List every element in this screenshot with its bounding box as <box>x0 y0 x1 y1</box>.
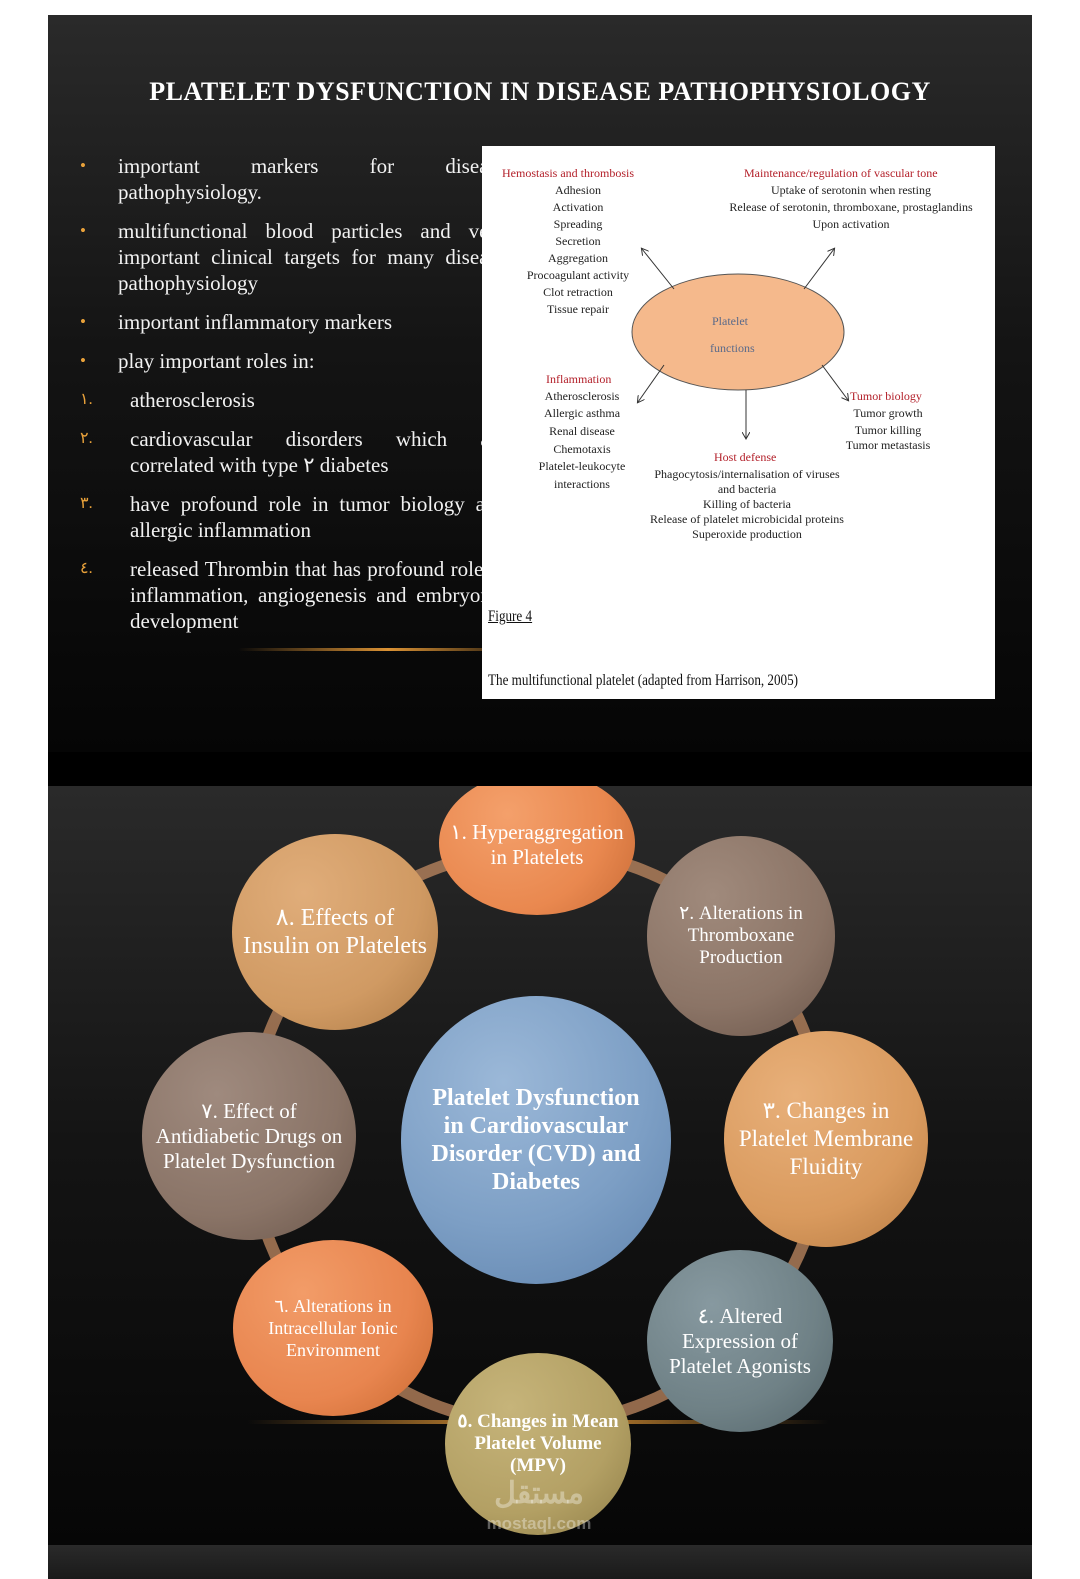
figure-label: Figure 4 <box>488 608 533 625</box>
bullet-list: •important markers for disease pathophys… <box>80 153 506 647</box>
cycle-node-4: ٤. Altered Expression of Platelet Agonis… <box>647 1250 833 1432</box>
bullet-marker: • <box>80 156 86 175</box>
figure-item: Aggregation <box>548 251 608 265</box>
bullet-marker: • <box>80 351 86 370</box>
cycle-center: Platelet Dysfunction in Cardiovascular D… <box>401 996 671 1284</box>
cycle-node-3: ٣. Changes in Platelet Membrane Fluidity <box>724 1031 928 1247</box>
cycle-node-8: ٨. Effects of Insulin on Platelets <box>232 834 438 1030</box>
figure-item: Secretion <box>555 234 601 248</box>
platelet-ellipse <box>631 273 845 391</box>
figure-item: Atherosclerosis <box>544 389 620 403</box>
watermark-logo: مستقل <box>494 1477 584 1510</box>
number-marker: ١. <box>80 391 93 408</box>
bullet-marker: • <box>80 221 86 240</box>
list-item: ٣.have profound role in tumor biology an… <box>80 492 506 542</box>
heading-hemostasis: Hemostasis and thrombosis <box>502 166 634 180</box>
heading-host-defense: Host defense <box>714 450 777 464</box>
figure-item: Killing of bacteria <box>703 497 791 511</box>
heading-tumor-biology: Tumor biology <box>850 389 922 403</box>
figure-item: Allergic asthma <box>543 406 621 420</box>
bullet-marker: • <box>80 312 86 331</box>
figure-diagram-svg <box>631 146 995 699</box>
figure-item: Adhesion <box>555 183 601 197</box>
platelet-functions-figure: Platelet functions Hemostasis and thromb… <box>482 146 995 699</box>
figure-caption: The multifunctional platelet (adapted fr… <box>488 672 799 689</box>
figure-item: Phagocytosis/internalisation of viruses <box>654 467 840 481</box>
figure-item: Tissue repair <box>547 302 609 316</box>
figure-item: Spreading <box>553 217 603 231</box>
figure-item: Chemotaxis <box>553 442 611 456</box>
figure-item: Procoagulant activity <box>526 268 630 282</box>
list-item: •important markers for disease pathophys… <box>80 154 506 204</box>
number-marker: ٢. <box>80 430 93 447</box>
arrow-hemostasis <box>642 249 675 290</box>
figure-item: and bacteria <box>717 482 777 496</box>
heading-inflammation: Inflammation <box>546 372 612 386</box>
arrow-tumor <box>821 364 848 400</box>
list-item: ٢.cardiovascular disorders which are cor… <box>80 427 506 477</box>
list-item: •multifunctional blood particles and ver… <box>80 219 506 295</box>
figure-item: Platelet-leukocyte <box>538 459 626 473</box>
cycle-node-2: ٢. Alterations in Thromboxane Production <box>647 836 835 1036</box>
list-item: •important inflammatory markers <box>80 310 393 334</box>
slide-title: PLATELET DYSFUNCTION IN DISEASE PATHOPHY… <box>149 77 931 106</box>
figure-item: Tumor growth <box>853 406 923 420</box>
slide-cvd-diabetes-cycle: ١. Hyperaggregation in Platelets ٢. Alte… <box>48 786 1032 1579</box>
number-marker: ٤. <box>80 560 93 577</box>
center-label: functions <box>710 341 755 355</box>
figure-item: Uptake of serotonin when resting <box>771 183 931 197</box>
cycle-node-5: ٥. Changes in Mean Platelet Volume (MPV) <box>445 1353 631 1535</box>
glow-divider <box>238 648 538 651</box>
number-marker: ٣. <box>80 495 93 512</box>
list-item: • play important roles in: <box>80 349 315 373</box>
watermark-url: mostaql.com <box>486 1514 592 1533</box>
cycle-node-6: ٦. Alterations in Intracellular Ionic En… <box>233 1240 433 1416</box>
figure-item: Renal disease <box>549 424 615 438</box>
arrow-inflammation <box>638 364 665 402</box>
figure-item: Superoxide production <box>692 527 802 541</box>
figure-item: Upon activation <box>812 217 890 231</box>
cycle-node-1: ١. Hyperaggregation in Platelets <box>439 786 635 915</box>
cycle-node-7: ٧. Effect of Antidiabetic Drugs on Plate… <box>142 1032 356 1240</box>
figure-item: interactions <box>554 477 610 491</box>
heading-vascular-tone: Maintenance/regulation of vascular tone <box>744 166 938 180</box>
list-item: ١.atherosclerosis <box>80 388 255 412</box>
arrow-vascular <box>803 249 834 290</box>
figure-item: Release of platelet microbicidal protein… <box>650 512 844 526</box>
figure-item: Release of serotonin, thromboxane, prost… <box>729 200 973 214</box>
figure-item: Clot retraction <box>543 285 613 299</box>
bottom-band <box>48 1545 1032 1579</box>
figure-item: Tumor metastasis <box>845 438 931 452</box>
figure-item: Tumor killing <box>854 423 922 437</box>
list-item: ٤.released Thrombin that has profound ro… <box>80 557 506 633</box>
slide-platelet-dysfunction: PLATELET DYSFUNCTION IN DISEASE PATHOPHY… <box>48 15 1032 752</box>
figure-item: Activation <box>552 200 604 214</box>
slide-separator <box>48 752 1032 786</box>
center-label: Platelet <box>712 314 748 328</box>
